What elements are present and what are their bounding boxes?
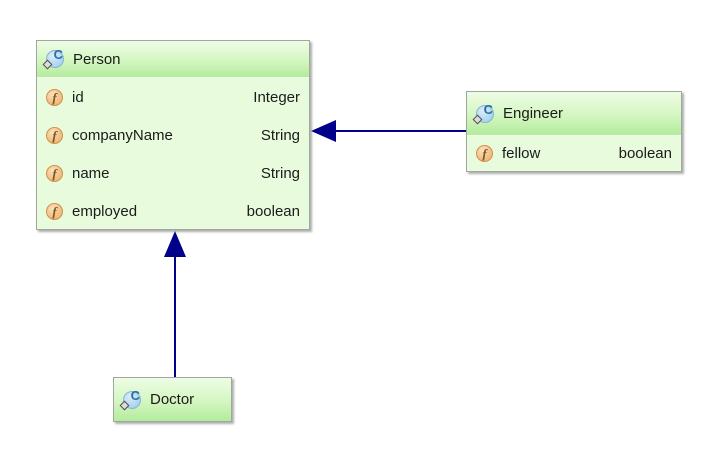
field-name: id xyxy=(72,88,84,106)
field-row[interactable]: f id Integer xyxy=(37,78,309,116)
field-type: String xyxy=(260,126,300,144)
inheritance-edge-doctor-person[interactable] xyxy=(164,231,186,377)
class-header-doctor[interactable]: C Doctor xyxy=(114,378,231,421)
field-type: boolean xyxy=(246,202,300,220)
field-icon: f xyxy=(476,145,493,162)
field-name: employed xyxy=(72,202,138,220)
field-type: String xyxy=(260,164,300,182)
field-type: boolean xyxy=(618,145,672,162)
class-icon-letter: C xyxy=(53,47,63,62)
field-name: fellow xyxy=(502,145,541,162)
field-icon: f xyxy=(46,126,63,144)
field-icon: f xyxy=(46,88,63,106)
field-row[interactable]: f employed boolean xyxy=(37,192,309,230)
field-row[interactable]: f companyName String xyxy=(37,116,309,154)
class-box-doctor[interactable]: C Doctor xyxy=(113,377,232,422)
class-icon-letter: C xyxy=(483,101,493,117)
class-header-engineer[interactable]: C Engineer xyxy=(467,92,681,136)
class-icon: C xyxy=(119,387,141,410)
inheritance-edge-engineer-person[interactable] xyxy=(311,120,466,142)
class-icon: C xyxy=(42,47,64,70)
field-row[interactable]: f fellow boolean xyxy=(467,136,681,171)
field-name: companyName xyxy=(72,126,173,144)
class-box-engineer[interactable]: C Engineer f fellow boolean xyxy=(466,91,682,172)
field-type: Integer xyxy=(253,88,300,106)
class-icon-letter: C xyxy=(130,387,140,403)
class-body-person: f id Integer f companyName String f name… xyxy=(37,78,309,230)
field-name: name xyxy=(72,164,110,182)
class-box-person[interactable]: C Person f id Integer f companyName Stri… xyxy=(36,40,310,230)
field-icon: f xyxy=(46,164,63,182)
class-name: Doctor xyxy=(150,391,195,408)
arrowhead-up-icon xyxy=(164,231,186,257)
arrowhead-left-icon xyxy=(311,120,336,142)
class-header-person[interactable]: C Person xyxy=(37,41,309,78)
class-name: Person xyxy=(73,50,121,68)
class-body-engineer: f fellow boolean xyxy=(467,136,681,171)
class-icon: C xyxy=(472,101,494,124)
class-name: Engineer xyxy=(503,105,564,122)
field-icon: f xyxy=(46,202,63,220)
field-row[interactable]: f name String xyxy=(37,154,309,192)
